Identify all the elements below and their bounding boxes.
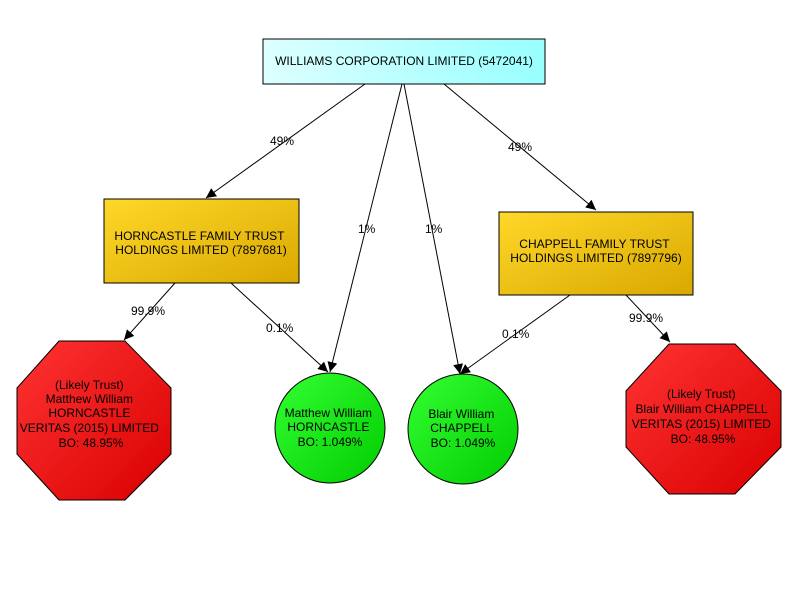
node-label-line: HORNCASTLE	[287, 420, 369, 434]
edge-label: 49%	[508, 140, 532, 154]
node-label-line: Blair William CHAPPELL	[636, 402, 768, 416]
svg-text:(Likely Trust) Blair Wil: (Likely Trust) Blair William CHAPPELL VE…	[632, 387, 775, 446]
edge-label: 0.1%	[266, 321, 294, 335]
svg-text:WILLIAMS CORPORATION LIMITED (: WILLIAMS CORPORATION LIMITED (5472041)	[275, 54, 533, 68]
edge-label: 99.9%	[629, 311, 663, 325]
edge-root-to-blair: 1%	[403, 83, 464, 375]
node-chappell-family-trust[interactable]: CHAPPELL FAMILY TRUST HOLDINGS LIMITED (…	[498, 211, 694, 296]
svg-text:Matthew William HORNCAST: Matthew William HORNCASTLE BO: 1.049%	[285, 406, 376, 449]
node-matthew-william-horncastle[interactable]: Matthew William HORNCASTLE BO: 1.049%	[274, 372, 386, 484]
node-horncastle-veritas[interactable]: (Likely Trust) Matthew William HORNCASTL…	[16, 340, 172, 501]
node-label-line: BO: 1.049%	[298, 435, 363, 449]
svg-text:Blair William CHAPPELL: Blair William CHAPPELL BO: 1.049%	[428, 407, 497, 450]
edge-root-to-matthew: 1%	[327, 83, 403, 373]
svg-text:(Likely Trust) Matthew W: (Likely Trust) Matthew William HORNCASTL…	[20, 378, 163, 450]
edge-root-to-horncastle-trust: 49%	[205, 83, 366, 199]
edge-chappell-trust-to-veritas: 99.9%	[625, 294, 671, 343]
svg-text:HORNCASTLE FAMILY TRUST: HORNCASTLE FAMILY TRUST HOLDINGS LIMITED…	[114, 229, 287, 257]
node-label-line: VERITAS (2015) LIMITED	[632, 417, 771, 431]
node-label-line: HOLDINGS LIMITED (7897796)	[510, 251, 681, 265]
svg-text:CHAPPELL FAMILY TRUST HO: CHAPPELL FAMILY TRUST HOLDINGS LIMITED (…	[510, 237, 681, 265]
edge-horncastle-trust-to-veritas: 99.9%	[123, 282, 176, 341]
node-label-line: Matthew William	[285, 406, 372, 420]
edge-chappell-trust-to-blair: 0.1%	[459, 294, 571, 375]
node-label-line: WILLIAMS CORPORATION LIMITED (5472041)	[275, 54, 533, 68]
node-label-line: CHAPPELL FAMILY TRUST	[519, 237, 670, 251]
node-label-line: BO: 48.95%	[59, 436, 124, 450]
edge-label: 1%	[358, 222, 376, 236]
node-label-line: (Likely Trust)	[55, 378, 124, 392]
edges: 49% 1% 1% 49% 99.9% 0.1% 0.1% 99.9%	[123, 83, 671, 375]
node-label-line: VERITAS (2015) LIMITED	[20, 421, 159, 435]
node-label-line: CHAPPELL	[430, 421, 493, 435]
edge-root-to-chappell-trust: 49%	[443, 83, 597, 211]
node-chappell-veritas[interactable]: (Likely Trust) Blair William CHAPPELL VE…	[625, 343, 782, 495]
node-label-line: (Likely Trust)	[667, 387, 736, 401]
edge-label: 0.1%	[502, 327, 530, 341]
node-label-line: BO: 1.049%	[431, 436, 496, 450]
node-blair-william-chappell[interactable]: Blair William CHAPPELL BO: 1.049%	[407, 373, 519, 485]
edge-label: 99.9%	[131, 304, 165, 318]
node-williams-corporation[interactable]: WILLIAMS CORPORATION LIMITED (5472041)	[262, 38, 546, 85]
node-label-line: Matthew William	[46, 392, 133, 406]
node-label-line: HORNCASTLE FAMILY TRUST	[114, 229, 285, 243]
node-label-line: HORNCASTLE	[48, 406, 130, 420]
node-label-line: HOLDINGS LIMITED (7897681)	[115, 243, 286, 257]
edge-label: 1%	[425, 222, 443, 236]
node-horncastle-family-trust[interactable]: HORNCASTLE FAMILY TRUST HOLDINGS LIMITED…	[103, 198, 300, 284]
node-label-line: Blair William	[428, 407, 494, 421]
edge-label: 49%	[270, 134, 294, 148]
edge-horncastle-trust-to-matthew: 0.1%	[230, 282, 329, 373]
node-label-line: BO: 48.95%	[671, 432, 736, 446]
